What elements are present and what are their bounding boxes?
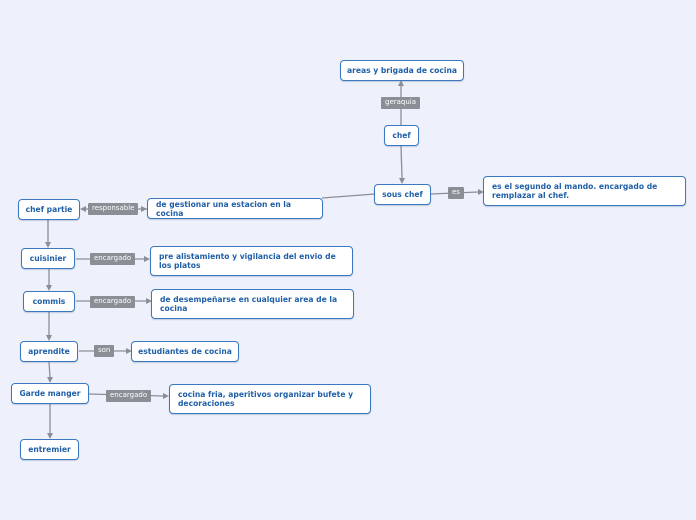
arrowhead: [46, 285, 52, 291]
arrowhead: [126, 348, 132, 354]
node-estudiantes[interactable]: estudiantes de cocina: [131, 341, 239, 362]
node-sous-chef[interactable]: sous chef: [374, 184, 431, 205]
node-chef[interactable]: chef: [384, 125, 419, 146]
arrowhead: [45, 242, 51, 248]
label-es: es: [448, 187, 464, 199]
node-gestionar-estacion[interactable]: de gestionar una estacion en la cocina: [147, 198, 323, 219]
arrowhead: [399, 178, 405, 184]
arrowhead: [141, 206, 147, 212]
arrowhead: [47, 433, 53, 439]
node-pre-alistamiento[interactable]: pre alistamiento y vigilancia del envio …: [150, 246, 353, 276]
node-commis[interactable]: commis: [23, 291, 75, 312]
arrowhead: [398, 80, 404, 86]
connector-aprendite-garde: [48, 361, 51, 378]
node-cuisinier[interactable]: cuisinier: [21, 248, 75, 269]
arrowhead: [146, 298, 152, 304]
node-garde-manger[interactable]: Garde manger: [11, 383, 89, 404]
arrowhead: [47, 377, 53, 383]
arrowhead: [46, 335, 52, 341]
label-jeraquia: geraquia: [381, 97, 421, 109]
arrowhead: [163, 393, 169, 399]
arrowhead: [80, 206, 86, 212]
node-entremier[interactable]: entremier: [20, 439, 79, 460]
label-encargado-commis: encargado: [90, 296, 136, 308]
node-cocina-fria[interactable]: cocina fria, aperitivos organizar bufete…: [169, 384, 371, 414]
connector-chef-souschef: [400, 145, 403, 179]
label-responsable: responsable: [88, 203, 139, 215]
node-desempenarse[interactable]: de desempeñarse en cualquier area de la …: [151, 289, 354, 319]
label-son: son: [94, 345, 115, 357]
node-areas-brigada[interactable]: areas y brigada de cocina: [340, 60, 464, 81]
connector-souschef-gestionar: [321, 193, 376, 199]
arrowhead: [144, 256, 150, 262]
node-chef-partie[interactable]: chef partie: [18, 199, 80, 220]
node-segundo-al-mando[interactable]: es el segundo al mando. encargado de rem…: [483, 176, 686, 206]
label-encargado-garde: encargado: [106, 390, 152, 402]
label-encargado-cuisinier: encargado: [90, 253, 136, 265]
arrowhead: [478, 189, 484, 195]
node-aprendite[interactable]: aprendite: [20, 341, 78, 362]
